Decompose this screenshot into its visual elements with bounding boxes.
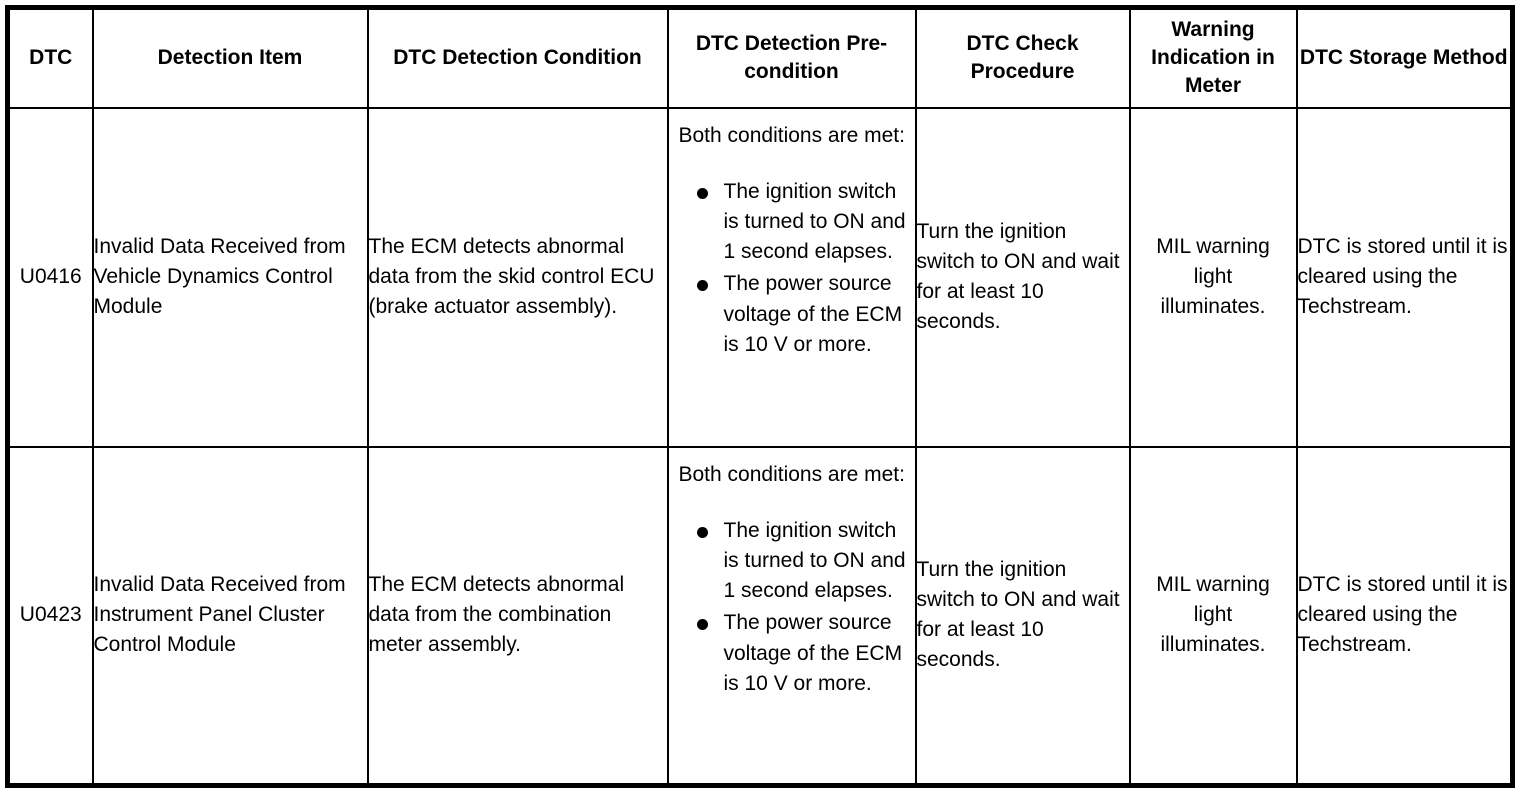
cell-storage-method: DTC is stored until it is cleared using …	[1295, 445, 1514, 787]
table-header: DTC Detection Item DTC Detection Conditi…	[6, 6, 1514, 109]
column-header-detection-precondition: DTC Detection Pre-condition	[666, 6, 917, 109]
column-header-storage-method: DTC Storage Method	[1295, 6, 1514, 109]
cell-storage-method: DTC is stored until it is cleared using …	[1295, 106, 1514, 448]
column-header-warning-indication: Warning Indication in Meter	[1128, 6, 1298, 109]
precondition-item-text: The power source voltage of the ECM is 1…	[723, 272, 903, 356]
cell-check-procedure: Turn the ignition switch to ON and wait …	[914, 445, 1131, 787]
cell-check-procedure: Turn the ignition switch to ON and wait …	[914, 106, 1131, 448]
cell-detection-precondition: Both conditions are met: The ignition sw…	[666, 106, 917, 448]
precondition-list-item: The power source voltage of the ECM is 1…	[679, 608, 909, 699]
precondition-list-item: The power source voltage of the ECM is 1…	[679, 269, 909, 360]
table-body: U0416 Invalid Data Received from Vehicle…	[6, 106, 1514, 787]
precondition-list-item: The ignition switch is turned to ON and …	[679, 516, 909, 607]
column-header-detection-condition: DTC Detection Condition	[366, 6, 669, 109]
precondition-item-text: The power source voltage of the ECM is 1…	[723, 611, 903, 695]
precondition-item-text: The ignition switch is turned to ON and …	[723, 179, 906, 264]
cell-detection-item: Invalid Data Received from Instrument Pa…	[91, 445, 369, 787]
precondition-intro: Both conditions are met:	[678, 462, 905, 486]
cell-detection-condition: The ECM detects abnormal data from the c…	[366, 445, 669, 787]
cell-warning-indication: MIL warning light illuminates.	[1128, 106, 1298, 448]
column-header-dtc: DTC	[6, 6, 94, 109]
column-header-check-procedure: DTC Check Procedure	[914, 6, 1131, 109]
precondition-list: The ignition switch is turned to ON and …	[679, 177, 909, 360]
cell-detection-item: Invalid Data Received from Vehicle Dynam…	[91, 106, 369, 448]
precondition-intro: Both conditions are met:	[678, 123, 905, 147]
cell-warning-indication: MIL warning light illuminates.	[1128, 445, 1298, 787]
column-header-detection-item: Detection Item	[91, 6, 369, 109]
bullet-icon	[696, 526, 708, 538]
table-row: U0423 Invalid Data Received from Instrum…	[6, 445, 1514, 787]
bullet-icon	[696, 187, 708, 199]
precondition-list-item: The ignition switch is turned to ON and …	[679, 177, 909, 268]
dtc-table: DTC Detection Item DTC Detection Conditi…	[5, 5, 1515, 788]
cell-dtc: U0416	[6, 106, 94, 448]
cell-detection-condition: The ECM detects abnormal data from the s…	[366, 106, 669, 448]
bullet-icon	[696, 619, 708, 631]
precondition-list: The ignition switch is turned to ON and …	[679, 516, 909, 699]
header-row: DTC Detection Item DTC Detection Conditi…	[6, 6, 1514, 109]
precondition-item-text: The ignition switch is turned to ON and …	[723, 518, 906, 603]
table-row: U0416 Invalid Data Received from Vehicle…	[6, 106, 1514, 448]
cell-detection-precondition: Both conditions are met: The ignition sw…	[666, 445, 917, 787]
bullet-icon	[696, 280, 708, 292]
cell-dtc: U0423	[6, 445, 94, 787]
